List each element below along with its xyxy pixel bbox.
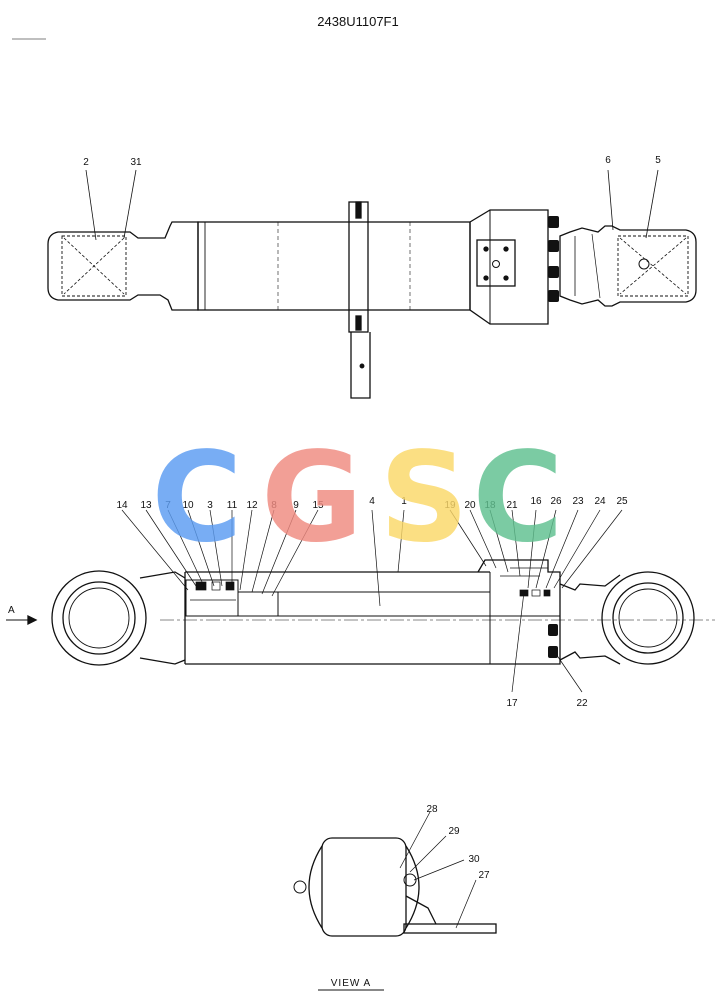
- rod-eye-left: [47, 221, 199, 311]
- top-view-callouts: 2 31 6 5: [83, 155, 661, 168]
- callout-27: 27: [478, 870, 490, 881]
- callout-17: 17: [506, 698, 518, 709]
- head-bolts: [548, 216, 559, 302]
- callout-7: 7: [165, 500, 171, 511]
- callout-23: 23: [572, 496, 584, 507]
- callout-24: 24: [594, 496, 606, 507]
- top-view: [47, 201, 697, 399]
- callout-11: 11: [227, 500, 238, 511]
- bushing-left: [61, 235, 127, 297]
- section-callouts-top: 14 13 7 10 3 11 12 8 9 15 4 1 19 20 18 21 16 26 23 24 25: [116, 496, 628, 511]
- cylinder-tube: [197, 221, 471, 311]
- cylinder-head: [469, 209, 549, 325]
- callout-15: 15: [312, 500, 324, 511]
- watermark-letter: C: [472, 426, 563, 570]
- clamp-bolt-left: [293, 880, 307, 894]
- callout-2: 2: [83, 157, 89, 168]
- callout-10: 10: [182, 500, 194, 511]
- callout-31: 31: [130, 157, 142, 168]
- callout-14: 14: [116, 500, 128, 511]
- gland-bolts: [548, 624, 558, 658]
- mounting-plate: [350, 332, 371, 399]
- part-number: 2438U1107F1: [317, 14, 398, 29]
- clamp-bolt-right: [403, 873, 417, 887]
- grease-fitting-icon: [638, 258, 650, 270]
- callout-13: 13: [140, 500, 152, 511]
- callout-20: 20: [464, 500, 476, 511]
- callout-1: 1: [401, 496, 407, 507]
- section-leaders: [121, 509, 623, 693]
- section-view: [6, 559, 715, 666]
- view-a-title: VIEW A: [331, 978, 371, 989]
- callout-6: 6: [605, 155, 611, 166]
- callout-4: 4: [369, 496, 375, 507]
- callout-8: 8: [271, 500, 277, 511]
- rear-eye-outer: [51, 570, 147, 666]
- watermark-letter: C: [151, 426, 242, 570]
- callout-3: 3: [207, 500, 213, 511]
- watermark-letter: S: [379, 426, 468, 570]
- rod-eye-outer: [601, 571, 695, 665]
- piston-seals: [190, 581, 236, 601]
- callout-9: 9: [293, 500, 299, 511]
- callout-26: 26: [550, 496, 562, 507]
- callout-12: 12: [246, 500, 258, 511]
- gland: [477, 559, 561, 665]
- bushing-right: [617, 235, 689, 297]
- callout-30: 30: [468, 854, 480, 865]
- callout-22: 22: [576, 698, 588, 709]
- callout-21: 21: [506, 500, 518, 511]
- rod-eye-bore: [612, 582, 684, 654]
- view-a-callouts: 28 29 30 27: [426, 804, 490, 881]
- view-arrow-label: A: [8, 605, 15, 616]
- callout-16: 16: [530, 496, 542, 507]
- callout-25: 25: [616, 496, 628, 507]
- port-block: [476, 239, 516, 287]
- callout-19: 19: [444, 500, 456, 511]
- rod-end-right: [559, 225, 697, 307]
- callout-5: 5: [655, 155, 661, 166]
- mounting-bracket: [403, 923, 497, 934]
- view-a-leaders: [399, 811, 477, 929]
- callout-18: 18: [484, 500, 496, 511]
- gland-seals: [500, 575, 551, 597]
- view-a: [293, 837, 497, 937]
- top-view-leaders: [85, 169, 659, 241]
- callout-29: 29: [448, 826, 460, 837]
- callout-28: 28: [426, 804, 438, 815]
- watermark-letter: G: [261, 426, 363, 570]
- rear-eye-bore: [62, 581, 136, 655]
- tube-end-view: [321, 837, 407, 937]
